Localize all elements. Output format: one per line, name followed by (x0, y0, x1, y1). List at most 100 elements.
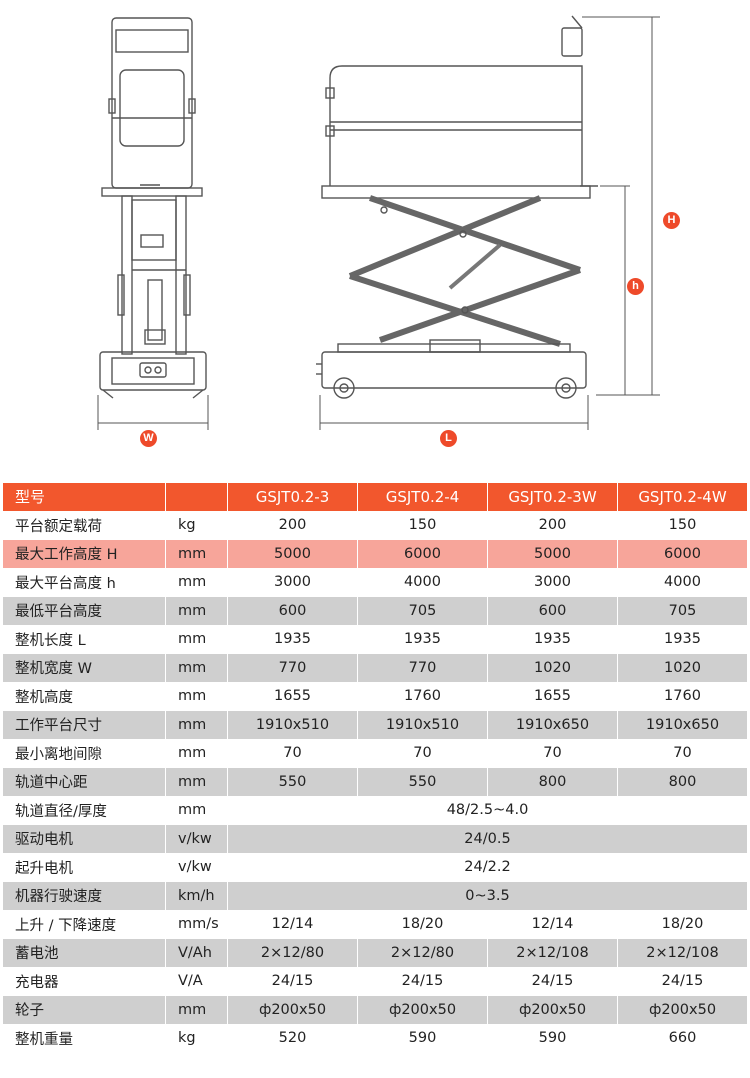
param-unit: mm (165, 738, 228, 768)
spec-table: 型号 GSJT0.2-3 GSJT0.2-4 GSJT0.2-3W GSJT0.… (2, 482, 748, 1053)
param-value: 150 (617, 510, 748, 540)
param-unit: mm (165, 795, 228, 825)
param-unit: mm (165, 539, 228, 569)
param-name: 最大工作高度 H (2, 539, 166, 569)
param-value: 24/0.5 (227, 824, 748, 854)
param-name: 平台额定载荷 (2, 510, 166, 540)
param-value: ф200x50 (487, 995, 618, 1025)
param-value: 2×12/108 (617, 938, 748, 968)
param-name: 轨道直径/厚度 (2, 795, 166, 825)
length-marker: L (440, 430, 457, 447)
param-value: 2×12/80 (357, 938, 488, 968)
technical-drawing: W L H h (0, 0, 750, 470)
param-value: 1935 (487, 624, 618, 654)
param-value: 12/14 (487, 909, 618, 939)
param-value: 800 (617, 767, 748, 797)
param-unit: mm (165, 596, 228, 626)
param-value: 1020 (617, 653, 748, 683)
param-value: 24/15 (357, 966, 488, 996)
param-value: 2×12/108 (487, 938, 618, 968)
width-marker: W (140, 430, 157, 447)
param-value: 705 (617, 596, 748, 626)
param-value: 1910x650 (617, 710, 748, 740)
param-value: 4000 (617, 567, 748, 597)
param-value: 3000 (487, 567, 618, 597)
param-value: 3000 (227, 567, 358, 597)
param-value: 0~3.5 (227, 881, 748, 911)
param-unit: mm/s (165, 909, 228, 939)
param-unit: V/A (165, 966, 228, 996)
param-unit: mm (165, 995, 228, 1025)
param-value: 1910x510 (227, 710, 358, 740)
param-value: ф200x50 (617, 995, 748, 1025)
param-value: 5000 (227, 539, 358, 569)
param-value: 6000 (617, 539, 748, 569)
param-name: 机器行驶速度 (2, 881, 166, 911)
header-model: 型号 (2, 482, 166, 512)
param-name: 整机宽度 W (2, 653, 166, 683)
param-name: 工作平台尺寸 (2, 710, 166, 740)
param-value: 1655 (227, 681, 358, 711)
param-unit: mm (165, 567, 228, 597)
param-value: 5000 (487, 539, 618, 569)
param-name: 最大平台高度 h (2, 567, 166, 597)
header-model-2: GSJT0.2-4 (357, 482, 488, 512)
param-unit: mm (165, 653, 228, 683)
param-name: 充电器 (2, 966, 166, 996)
param-value: 520 (227, 1023, 358, 1053)
param-value: 1760 (357, 681, 488, 711)
param-value: 1935 (227, 624, 358, 654)
max-platform-height-marker: h (627, 278, 644, 295)
param-value: 590 (487, 1023, 618, 1053)
param-value: 4000 (357, 567, 488, 597)
param-value: 2×12/80 (227, 938, 358, 968)
param-name: 起升电机 (2, 852, 166, 882)
param-value: 48/2.5~4.0 (227, 795, 748, 825)
param-unit: v/kw (165, 824, 228, 854)
param-value: 770 (357, 653, 488, 683)
param-value: 1910x510 (357, 710, 488, 740)
param-unit: mm (165, 710, 228, 740)
front-view (97, 17, 209, 430)
param-unit: kg (165, 510, 228, 540)
param-unit: km/h (165, 881, 228, 911)
param-value: 600 (227, 596, 358, 626)
param-unit: mm (165, 681, 228, 711)
param-name: 驱动电机 (2, 824, 166, 854)
param-unit: kg (165, 1023, 228, 1053)
param-value: 70 (487, 738, 618, 768)
param-value: 1935 (617, 624, 748, 654)
param-value: 200 (487, 510, 618, 540)
param-value: 550 (357, 767, 488, 797)
param-value: 24/2.2 (227, 852, 748, 882)
param-value: 70 (617, 738, 748, 768)
param-name: 整机重量 (2, 1023, 166, 1053)
param-value: 600 (487, 596, 618, 626)
param-value: ф200x50 (227, 995, 358, 1025)
header-unit (165, 482, 228, 512)
param-value: 1760 (617, 681, 748, 711)
param-value: 18/20 (357, 909, 488, 939)
param-value: 660 (617, 1023, 748, 1053)
param-name: 最低平台高度 (2, 596, 166, 626)
param-name: 整机高度 (2, 681, 166, 711)
param-name: 整机长度 L (2, 624, 166, 654)
param-value: 1655 (487, 681, 618, 711)
param-value: 770 (227, 653, 358, 683)
param-name: 蓄电池 (2, 938, 166, 968)
param-value: 800 (487, 767, 618, 797)
max-working-height-marker: H (663, 212, 680, 229)
